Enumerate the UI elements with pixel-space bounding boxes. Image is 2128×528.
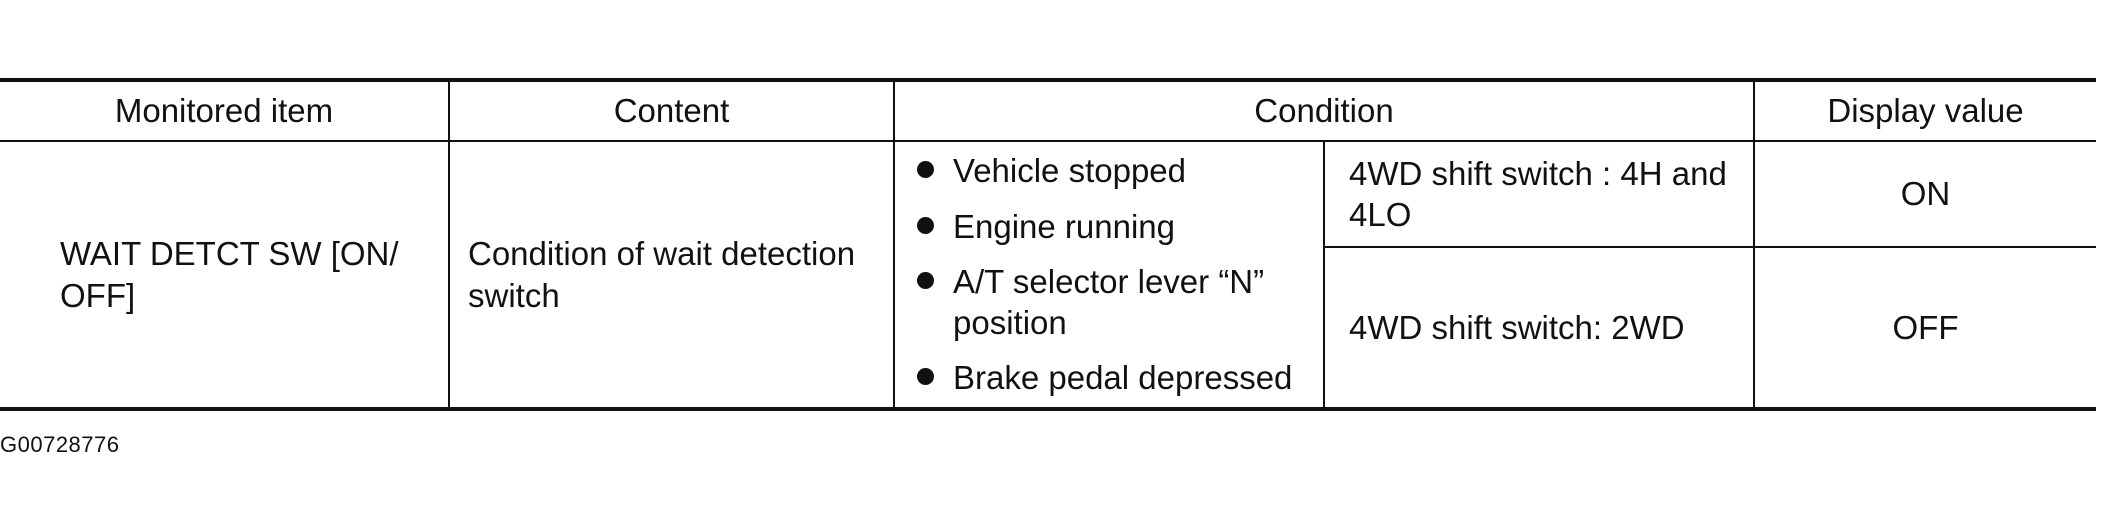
shift-switch-cell: 4WD shift switch: 2WD [1324, 246, 1755, 411]
header-monitored-item: Monitored item [0, 78, 450, 142]
shift-switch-cell: 4WD shift switch : 4H and 4LO [1323, 140, 1755, 248]
bullet-icon [917, 368, 934, 386]
condition-text: A/T selector lever “N” position [953, 262, 1265, 342]
bullet-icon [917, 271, 934, 289]
condition-item: Vehicle stopped [917, 150, 1323, 191]
table-row: WAIT DETCT SW [ON/ OFF] Condition of wai… [0, 140, 2096, 411]
conditions-list: Vehicle stopped Engine running A/T selec… [895, 144, 1323, 404]
bullet-icon [917, 161, 934, 179]
header-content: Content [448, 78, 895, 142]
condition-text: Vehicle stopped [953, 152, 1187, 190]
table-row: 4WD shift switch: 2WD OFF [0, 246, 2096, 411]
conditions-cell: Vehicle stopped Engine running A/T selec… [893, 140, 1325, 411]
figure-id: G00728776 [0, 432, 120, 457]
monitored-item-cell: WAIT DETCT SW [ON/ OFF] [0, 140, 450, 411]
condition-item: Brake pedal depressed [917, 357, 1323, 398]
monitor-table: Monitored item Content Condition Display… [0, 78, 2096, 411]
header-condition: Condition [893, 78, 1755, 142]
header-display-value: Display value [1753, 78, 2096, 142]
display-value-cell: ON [1753, 140, 2096, 248]
condition-item: A/T selector lever “N” position [917, 261, 1323, 344]
bullet-icon [917, 216, 934, 234]
condition-text: Brake pedal depressed [953, 359, 1293, 397]
condition-text: Engine running [953, 207, 1176, 245]
table-header-row: Monitored item Content Condition Display… [0, 78, 2096, 142]
content-cell: Condition of wait detection switch [448, 140, 895, 411]
display-value-cell: OFF [1753, 246, 2096, 411]
condition-item: Engine running [917, 206, 1323, 247]
